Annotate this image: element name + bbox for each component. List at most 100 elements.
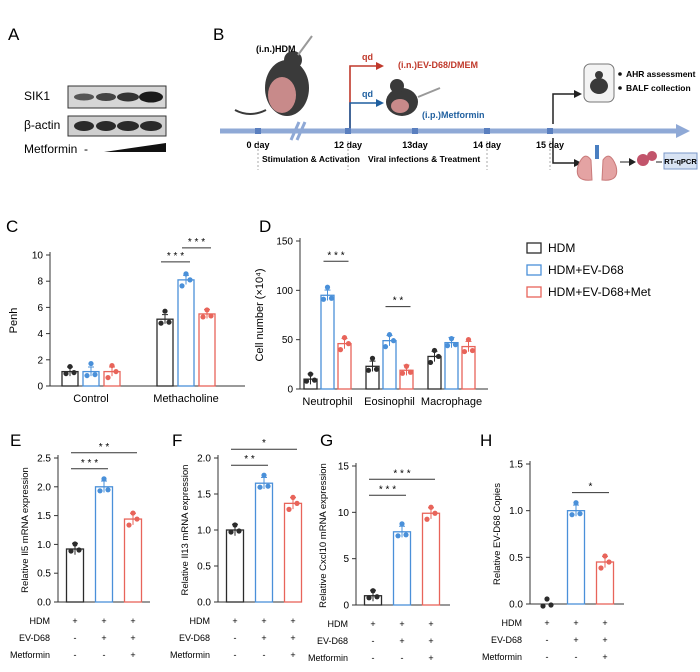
data-point	[183, 271, 189, 277]
mouse-icon	[386, 79, 418, 116]
data-point	[126, 522, 132, 528]
day-label: 13day	[402, 140, 428, 150]
treatment-sign: +	[261, 616, 266, 626]
data-point	[337, 347, 344, 353]
data-point	[88, 360, 94, 367]
data-point	[427, 359, 434, 366]
bar	[65, 548, 85, 603]
legend-label: HDM+EV-D68+Met	[548, 285, 651, 299]
y-tick-label: 150	[276, 237, 293, 248]
bar	[421, 512, 441, 606]
y-tick-label: 1.5	[37, 511, 51, 522]
treatment-row-label: Metformin	[170, 650, 210, 660]
panel-b-letter: B	[213, 25, 224, 44]
data-point	[72, 541, 78, 547]
rt-qpcr-box	[663, 152, 698, 170]
data-point	[324, 284, 331, 290]
data-point	[544, 596, 550, 602]
branch-arrow-ahr	[552, 93, 575, 124]
data-point	[448, 336, 455, 342]
data-point	[303, 378, 310, 384]
legend-label: HDM	[548, 241, 575, 255]
data-point	[424, 516, 430, 522]
x-tick-label: Control	[73, 393, 108, 405]
data-point	[105, 374, 111, 381]
y-axis-label: Penh	[8, 308, 20, 334]
y-tick-label: 0.0	[197, 598, 211, 609]
data-point	[265, 483, 271, 489]
treatment-sign: +	[130, 650, 135, 660]
treatment-row-label: HDM	[30, 616, 51, 626]
data-point	[374, 594, 380, 600]
significance-stars: * * *	[379, 484, 396, 495]
bar	[123, 518, 143, 603]
significance-stars: * * *	[393, 468, 410, 479]
treatment-sign: -	[546, 652, 549, 662]
data-point	[328, 295, 335, 301]
significance-stars: * * *	[81, 458, 98, 469]
hdm-dosing-label: (i.n.)HDM	[256, 44, 296, 54]
data-point	[428, 504, 434, 510]
treatment-sign: -	[74, 633, 77, 643]
bar	[156, 318, 174, 387]
treatment-sign: -	[401, 653, 404, 663]
data-point	[286, 506, 292, 512]
data-point	[162, 308, 168, 314]
y-tick-label: 100	[276, 286, 293, 297]
y-tick-label: 0	[37, 382, 43, 393]
rt-qpcr-label: RT-qPCR	[664, 157, 697, 166]
data-point	[469, 347, 476, 354]
data-point	[602, 553, 608, 559]
data-point	[573, 500, 579, 506]
data-point	[187, 277, 193, 283]
data-point	[232, 522, 238, 528]
panel-e-letter: E	[10, 431, 21, 450]
bar	[225, 529, 245, 603]
phase-viral-label: Viral infections & Treatment	[368, 154, 480, 164]
treatment-row-label: Metformin	[10, 650, 50, 660]
panel-c-letter: C	[6, 217, 18, 236]
panel-a-letter: A	[8, 25, 20, 44]
y-tick-label: 8	[37, 277, 43, 288]
bar	[444, 341, 459, 390]
data-point	[569, 512, 575, 518]
treatment-sign: -	[372, 653, 375, 663]
y-tick-label: 6	[37, 303, 43, 314]
data-point	[407, 369, 414, 375]
data-point	[540, 603, 546, 609]
data-point	[236, 528, 242, 534]
panel-f-letter: F	[172, 431, 182, 450]
data-point	[341, 335, 348, 341]
y-tick-label: 1.5	[509, 460, 523, 471]
treatment-sign: +	[428, 619, 433, 629]
data-point	[435, 353, 442, 360]
bar	[566, 510, 586, 605]
treatment-sign: -	[546, 635, 549, 645]
y-tick-label: 15	[338, 462, 350, 473]
treatment-sign: +	[602, 635, 607, 645]
lung-icon	[576, 145, 618, 181]
data-point	[290, 494, 296, 500]
y-tick-label: 1.0	[509, 506, 523, 517]
day-tick	[345, 128, 351, 134]
y-axis-label: Relative Il13 mRNA expression	[180, 465, 191, 596]
data-point	[105, 487, 111, 493]
data-point	[109, 362, 115, 369]
metformin-dosing-label: (i.p.)Metformin	[422, 110, 485, 120]
data-point	[67, 363, 73, 370]
day-tick	[547, 128, 553, 134]
ev-dosing-label: (i.n.)EV-D68/DMEM	[398, 60, 478, 70]
data-point	[598, 565, 604, 571]
data-point	[431, 347, 438, 354]
panel-g-letter: G	[320, 431, 333, 450]
bullet-balf: BALF collection	[626, 83, 691, 93]
data-point	[63, 370, 69, 377]
y-tick-label: 1.0	[37, 540, 51, 551]
data-point	[97, 488, 103, 494]
data-point	[179, 283, 185, 289]
treatment-sign: +	[573, 635, 578, 645]
